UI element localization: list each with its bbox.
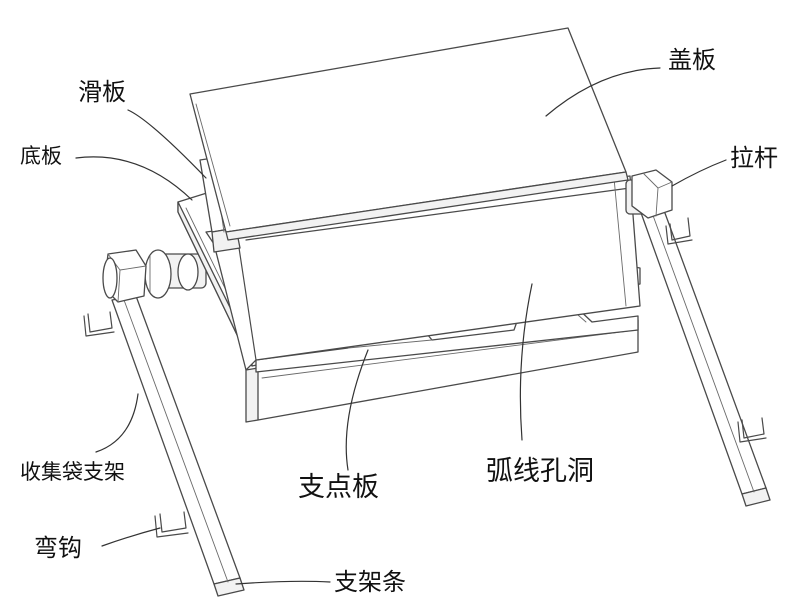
label-hook: 弯钩: [34, 534, 82, 562]
cover-plate: [189, 27, 629, 241]
label-bracket-bar: 支架条: [334, 568, 406, 596]
leader-fulcrum-plate: [345, 349, 369, 471]
left-bracket-bar: [111, 295, 245, 597]
left-lower-hook: [154, 511, 189, 538]
leader-pull-rod: [671, 159, 727, 187]
leader-lines: [75, 67, 727, 585]
right-pull-rod: [625, 169, 673, 219]
label-slide-plate: 滑板: [78, 78, 126, 106]
right-bracket-bar: [639, 204, 771, 507]
label-fulcrum-plate: 支点板: [298, 472, 379, 503]
right-lower-hook: [737, 417, 767, 443]
leader-bag-bracket: [95, 393, 139, 453]
label-base-plate: 底板: [20, 144, 62, 168]
left-pull-rod: [102, 249, 207, 303]
leader-base-plate: [75, 156, 193, 201]
label-pull-rod: 拉杆: [730, 144, 778, 172]
leader-bracket-bar: [235, 580, 331, 585]
leader-slide-plate: [127, 109, 207, 179]
leader-hook: [101, 527, 161, 547]
leader-arc-hole: [519, 283, 533, 441]
leader-cover-plate: [545, 67, 661, 117]
label-arc-hole: 弧线孔洞: [486, 456, 594, 487]
label-bag-bracket: 收集袋支架: [20, 460, 125, 484]
right-upper-hook: [665, 217, 693, 245]
label-cover-plate: 盖板: [668, 46, 716, 74]
left-upper-hook: [83, 311, 115, 337]
